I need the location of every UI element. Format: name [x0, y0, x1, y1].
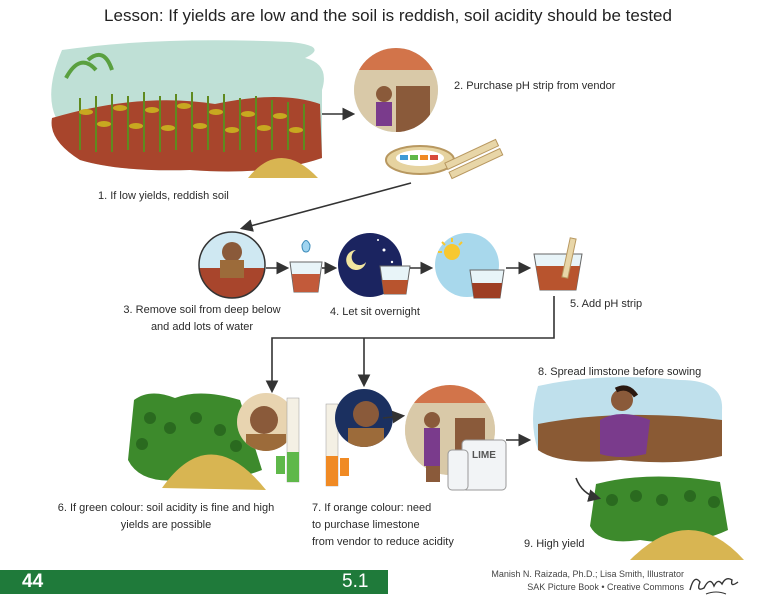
section-number: 5.1 — [342, 571, 369, 592]
spread-limestone-illustration — [533, 377, 723, 463]
step-7-line-2: to purchase limestone — [312, 519, 420, 531]
step-3-line-2: and add lots of water — [150, 321, 254, 333]
step-4-caption: 4. Let sit overnight — [330, 306, 420, 318]
daytime-illustration — [435, 233, 505, 299]
page-title: Lesson: If yields are low and the soil i… — [104, 6, 672, 25]
step-7-caption: 7. If orange colour: need to purchase li… — [312, 500, 454, 551]
add-ph-strip-illustration — [533, 237, 583, 291]
field-low-yield-illustration — [51, 40, 324, 178]
credit-line-2: SAK Picture Book • Creative Commons — [527, 582, 684, 592]
step-8-caption: 8. Spread limstone before sowing — [538, 366, 702, 378]
step-6-caption: 6. If green colour: soil acidity is fine… — [44, 500, 288, 534]
orange-result-illustration — [325, 389, 393, 487]
dig-soil-illustration — [198, 231, 323, 299]
page-number: 44 — [22, 571, 44, 592]
lime-vendor-illustration — [405, 385, 507, 491]
credit-line-1: Manish N. Raizada, Ph.D.; Lisa Smith, Il… — [491, 569, 684, 579]
illustrator-signature — [689, 577, 739, 595]
credits: Manish N. Raizada, Ph.D.; Lisa Smith, Il… — [491, 568, 684, 594]
vendor-ph-strip-illustration — [354, 48, 504, 180]
step-6-line-1: 6. If green colour: soil acidity is fine… — [57, 502, 275, 514]
step-5-caption: 5. Add pH strip — [570, 298, 643, 310]
step-7-line-3: from vendor to reduce acidity — [312, 536, 454, 548]
green-result-illustration — [128, 393, 300, 490]
step-9-caption: 9. High yield — [524, 538, 585, 550]
step-2-caption: 2. Purchase pH strip from vendor — [454, 80, 616, 92]
overnight-illustration — [338, 233, 411, 297]
flow-arrows — [239, 107, 602, 502]
lime-bag-label: LIME — [472, 450, 496, 461]
step-1-caption: 1. If low yields, reddish soil — [98, 190, 229, 202]
step-3-line-1: 3. Remove soil from deep below — [123, 304, 281, 316]
footer-bar — [0, 570, 388, 594]
step-7-line-1: 7. If orange colour: need — [312, 502, 432, 514]
high-yield-illustration — [590, 476, 744, 560]
step-3-caption: 3. Remove soil from deep below and add l… — [118, 302, 286, 336]
step-6-line-2: yields are possible — [120, 519, 212, 531]
